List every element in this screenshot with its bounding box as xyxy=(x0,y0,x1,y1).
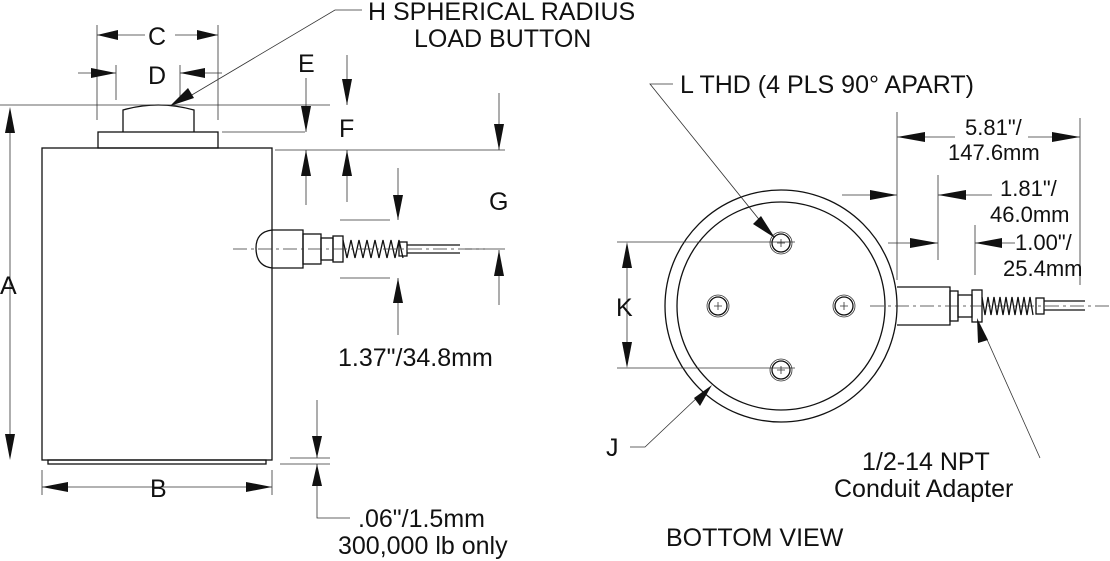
dim-f-label: F xyxy=(339,115,354,143)
bottom-view-title: BOTTOM VIEW xyxy=(666,524,844,552)
dim-overall-in: 5.81"/ xyxy=(965,115,1023,140)
base-foot xyxy=(47,459,267,465)
side-view: A B C D E F G 1.37"/34.8mm .06"/1.5mm 30… xyxy=(0,0,635,560)
dim-g-label: G xyxy=(489,188,508,216)
outer-rim xyxy=(664,189,898,423)
threaded-hole xyxy=(769,358,793,382)
threaded-hole xyxy=(706,294,730,318)
dim-c-label: C xyxy=(148,23,166,51)
dim-fitting-mm: 25.4mm xyxy=(1003,256,1082,281)
threaded-hole xyxy=(832,294,856,318)
cable-connector xyxy=(233,229,485,269)
callout-h-line2: LOAD BUTTON xyxy=(414,25,591,53)
inner-face xyxy=(676,201,886,411)
dim-j-label: J xyxy=(606,434,619,462)
load-button xyxy=(122,104,195,132)
dim-a-label: A xyxy=(0,272,17,300)
conduit-label-line1: 1/2-14 NPT xyxy=(862,448,990,476)
dim-d-label: D xyxy=(148,62,166,90)
conduit-adapter xyxy=(870,286,1110,326)
cell-body xyxy=(41,147,273,461)
dim-overall-mm: 147.6mm xyxy=(948,140,1040,165)
callout-h-line1: H SPHERICAL RADIUS xyxy=(368,0,635,26)
dim-b-label: B xyxy=(150,475,167,503)
cable-height-label: 1.37"/34.8mm xyxy=(338,344,493,372)
callout-l: L THD (4 PLS 90° APART) xyxy=(680,71,974,99)
base-note-line1: .06"/1.5mm xyxy=(358,505,485,533)
conduit-label-line2: Conduit Adapter xyxy=(834,475,1013,503)
top-flange xyxy=(97,131,219,149)
threaded-holes xyxy=(706,231,856,382)
dim-k-label: K xyxy=(616,294,633,322)
dim-e-label: E xyxy=(298,50,315,78)
dim-fitting-in: 1.00"/ xyxy=(1015,230,1073,255)
base-note-line2: 300,000 lb only xyxy=(338,532,508,560)
dim-adapter-in: 1.81"/ xyxy=(1000,176,1058,201)
bottom-view: K J L THD (4 PLS 90° APART) 5.81"/ 147.6… xyxy=(606,71,1110,552)
dim-adapter-mm: 46.0mm xyxy=(990,202,1069,227)
threaded-hole xyxy=(769,231,793,255)
